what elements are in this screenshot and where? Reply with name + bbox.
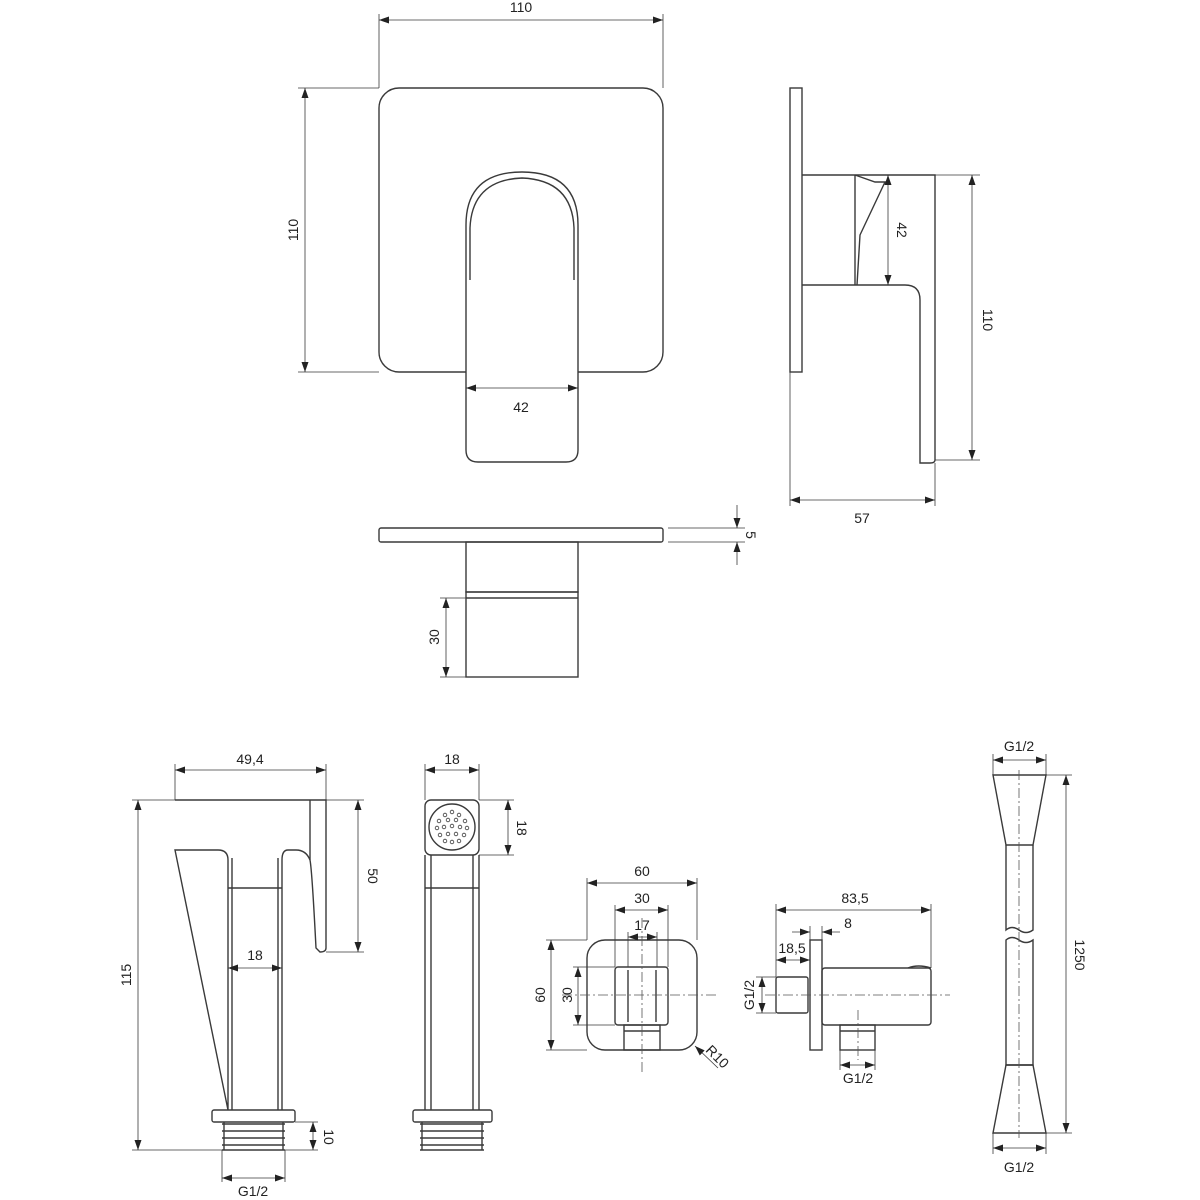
dim-head-height: 18 — [514, 820, 530, 836]
dim-outlet-thread: G1/2 — [843, 1070, 874, 1086]
dim-holder-depth: 83,5 — [841, 890, 868, 906]
handle-lower — [465, 372, 579, 463]
handle-inner-edge — [469, 177, 575, 280]
dim-inner-height: 30 — [559, 987, 575, 1003]
dim-lever-height: 50 — [365, 868, 381, 884]
dim-elbow-height: 60 — [532, 987, 548, 1003]
sprayer-side-view: 18 18 — [412, 751, 530, 1151]
wall-elbow-side-view: 83,5 8 18,5 G1/2 G1/2 — [741, 890, 950, 1086]
nozzle-holes — [434, 809, 470, 845]
dim-outlet-width: 17 — [634, 917, 650, 933]
spray-head — [424, 799, 480, 856]
dim-pipe-width: 18 — [247, 947, 263, 963]
hose-lower — [1005, 936, 1034, 1066]
handle-upper — [465, 171, 579, 372]
mixer-front-view: 110 110 42 — [285, 0, 664, 463]
sprayer-front-view: 49,4 115 18 50 10 G1/2 — [118, 751, 381, 1199]
dim-hose-length: 1250 — [1072, 939, 1088, 970]
handle-side — [802, 174, 936, 464]
dim-plate-thickness: 5 — [743, 531, 759, 539]
holder-body — [821, 967, 932, 1026]
hose-upper — [1005, 845, 1034, 934]
outlet-side — [839, 1024, 876, 1051]
dim-head-length: 49,4 — [236, 751, 263, 767]
lever-wedge — [854, 174, 887, 286]
wall-elbow-front-view: 60 30 17 60 30 R10 — [532, 863, 732, 1072]
dim-plate-height: 110 — [285, 219, 301, 242]
handle-plan — [465, 591, 579, 678]
dim-side-height: 110 — [980, 309, 996, 332]
body-plan — [465, 541, 579, 593]
dim-body-depth: 30 — [426, 629, 442, 645]
dim-inlet-thread: G1/2 — [741, 980, 757, 1011]
dim-head-width: 18 — [444, 751, 460, 767]
dim-plate-width: 110 — [510, 0, 533, 15]
dim-hose-bottom-thread: G1/2 — [1004, 1159, 1035, 1175]
hose-bottom-connector — [992, 1064, 1047, 1134]
hose-view: G1/2 1250 G1/2 — [992, 738, 1088, 1175]
thread-side — [420, 1122, 484, 1151]
plate-plan — [378, 527, 664, 543]
sprayer-body — [174, 799, 327, 1111]
dim-handle-height: 42 — [894, 222, 910, 238]
dim-depth: 57 — [854, 510, 870, 526]
dim-corner-radius: R10 — [703, 1042, 733, 1072]
nut-side — [412, 1109, 493, 1123]
dim-thread-length: 10 — [321, 1129, 337, 1145]
nut — [211, 1109, 296, 1123]
dim-handle-width: 42 — [513, 399, 529, 415]
mixer-plan-view: 5 30 — [378, 505, 759, 678]
dim-inner-width: 30 — [634, 890, 650, 906]
dim-hose-top-thread: G1/2 — [1004, 738, 1035, 754]
dim-total-height: 115 — [118, 964, 134, 987]
holder-socket — [614, 966, 669, 1026]
spray-nozzle-face — [428, 803, 476, 851]
hose-top-connector — [992, 774, 1047, 846]
dim-thread: G1/2 — [238, 1183, 269, 1199]
dim-flange: 8 — [844, 915, 852, 931]
thread — [222, 1122, 285, 1151]
mixer-side-view: 42 110 57 — [789, 87, 996, 526]
dim-elbow-width: 60 — [634, 863, 650, 879]
plate-side — [789, 87, 803, 373]
dim-nipple-length: 18,5 — [778, 940, 805, 956]
